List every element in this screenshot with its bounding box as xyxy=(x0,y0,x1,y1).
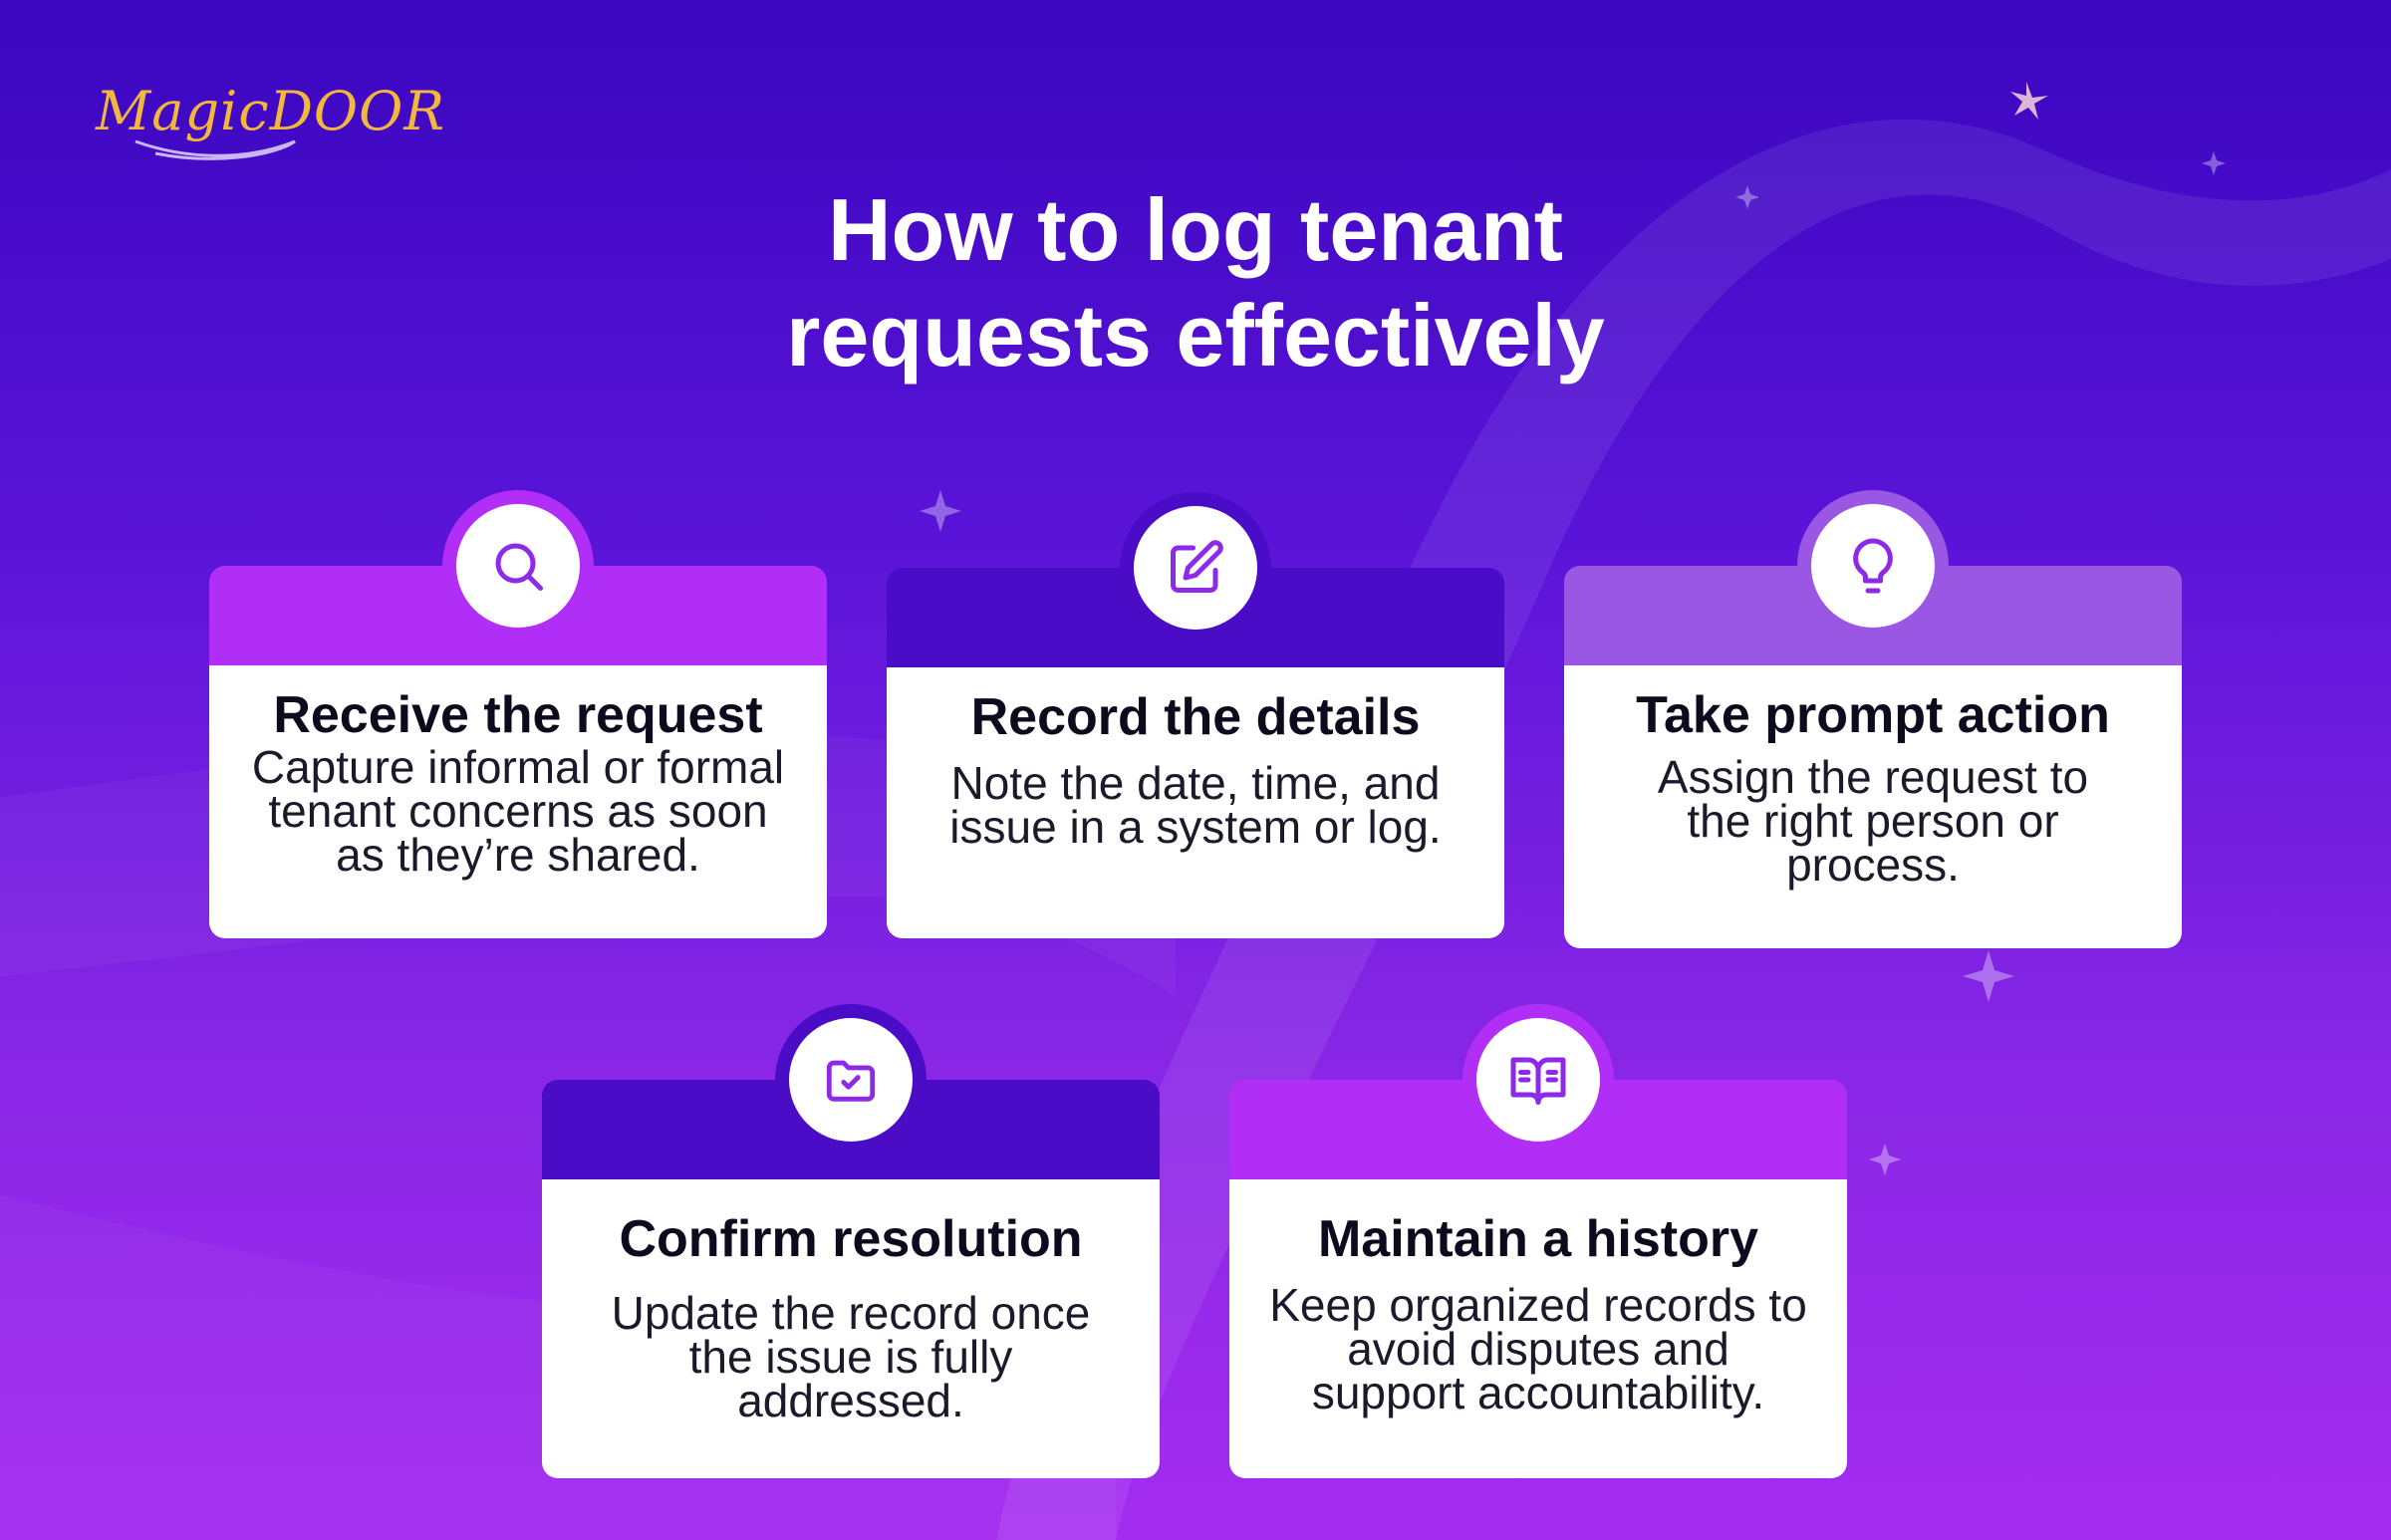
page-title: How to log tenant requests effectively xyxy=(598,177,1793,388)
icon-badge xyxy=(775,1004,927,1155)
card-title: Take prompt action xyxy=(1636,686,2110,744)
open-book-icon xyxy=(1510,1057,1566,1105)
card-description: Keep organized records to avoid disputes… xyxy=(1269,1279,1807,1418)
icon-badge xyxy=(1462,1004,1614,1155)
card-title: Confirm resolution xyxy=(619,1210,1083,1268)
step-card-confirm-resolution: Confirm resolution Update the record onc… xyxy=(542,1004,1160,1478)
title-line-2: requests effectively xyxy=(786,286,1605,385)
card-description: Note the date, time, and issue in a syst… xyxy=(949,757,1442,853)
icon-badge xyxy=(442,490,594,642)
card-title: Maintain a history xyxy=(1317,1210,1759,1268)
step-card-receive-request: Receive the request Capture informal or … xyxy=(209,490,827,938)
edit-icon xyxy=(1171,540,1223,593)
step-card-record-details: Record the details Note the date, time, … xyxy=(887,492,1504,938)
icon-badge xyxy=(1120,492,1271,643)
folder-check-icon xyxy=(826,1060,876,1102)
logo-text: MagicDOOR xyxy=(96,80,446,142)
card-description: Assign the request to the right person o… xyxy=(1657,751,2089,891)
step-card-prompt-action: Take prompt action Assign the request to… xyxy=(1564,490,2182,948)
logo-swirl xyxy=(134,139,296,160)
magicdoor-logo[interactable]: MagicDOOR xyxy=(96,80,444,169)
card-title: Receive the request xyxy=(273,686,763,744)
lightbulb-icon xyxy=(1853,538,1893,594)
card-title: Record the details xyxy=(970,688,1421,746)
search-icon xyxy=(495,543,543,591)
step-card-maintain-history: Maintain a history Keep organized record… xyxy=(1229,1004,1847,1478)
card-description: Capture informal or formal tenant concer… xyxy=(251,741,785,881)
sparkle-icon xyxy=(2010,82,2048,120)
title-line-1: How to log tenant xyxy=(827,180,1564,279)
icon-badge xyxy=(1797,490,1949,642)
card-description: Update the record once the issue is full… xyxy=(611,1287,1091,1426)
